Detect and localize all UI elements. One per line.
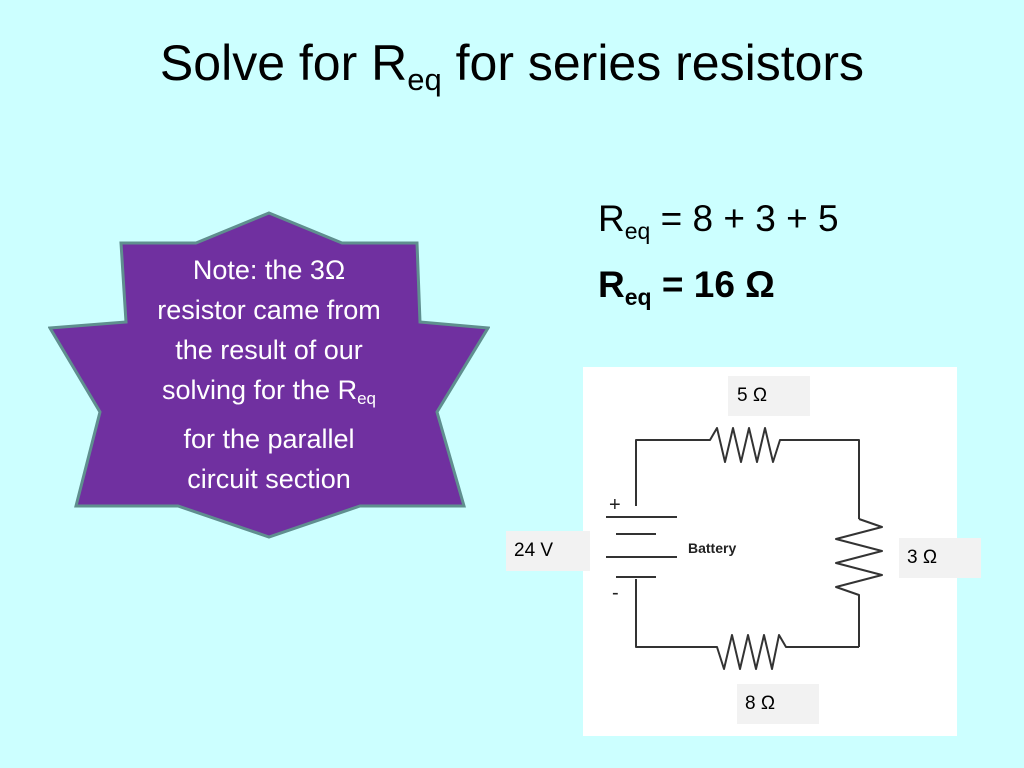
- note-line-2: resistor came from: [157, 295, 381, 325]
- equation-result: Req = 16 Ω: [598, 264, 775, 311]
- note-line-4-text: solving for the R: [161, 375, 358, 405]
- title-suffix: for series resistors: [441, 35, 865, 91]
- eq1-symbol: R: [598, 198, 625, 239]
- equation-sum: Req = 8 + 3 + 5: [598, 198, 839, 245]
- note-line-5: for the parallel: [183, 424, 355, 454]
- label-top-resistor: 5 Ω: [728, 376, 810, 416]
- title-text: Solve for R: [159, 35, 408, 91]
- note-text: Note: the 3Ω resistor came from the resu…: [124, 250, 414, 499]
- label-right-resistor: 3 Ω: [899, 538, 981, 578]
- circuit-schematic: + - Battery: [606, 427, 883, 670]
- top-wire-with-resistor: [635, 427, 860, 519]
- eq2-result: = 16 Ω: [651, 264, 775, 305]
- bottom-wire-with-resistor: [635, 579, 859, 670]
- note-callout: Note: the 3Ω resistor came from the resu…: [48, 210, 490, 540]
- battery-plus: +: [609, 494, 621, 516]
- slide-title: Solve for Req for series resistors: [0, 34, 1024, 98]
- starburst-polygon: [48, 211, 490, 539]
- circuit-diagram: + - Battery: [583, 367, 957, 736]
- note-line-1: Note: the 3Ω: [192, 255, 346, 285]
- eq1-subscript: eq: [624, 218, 651, 244]
- title-subscript: eq: [407, 62, 442, 97]
- note-line-4-subscript: eq: [357, 389, 376, 408]
- battery-label: Battery: [688, 540, 736, 556]
- eq2-subscript: eq: [624, 284, 652, 310]
- note-line-4: solving for the Req: [124, 370, 414, 419]
- label-bottom-resistor: 8 Ω: [737, 684, 819, 724]
- starburst-shape: [48, 211, 490, 539]
- note-line-6: circuit section: [187, 464, 351, 494]
- note-line-3: the result of our: [175, 335, 363, 365]
- eq2-symbol: R: [598, 264, 625, 305]
- label-voltage: 24 V: [506, 531, 590, 571]
- right-resistor: [835, 518, 883, 647]
- battery-minus: -: [612, 582, 619, 604]
- eq1-expression: = 8 + 3 + 5: [650, 198, 839, 239]
